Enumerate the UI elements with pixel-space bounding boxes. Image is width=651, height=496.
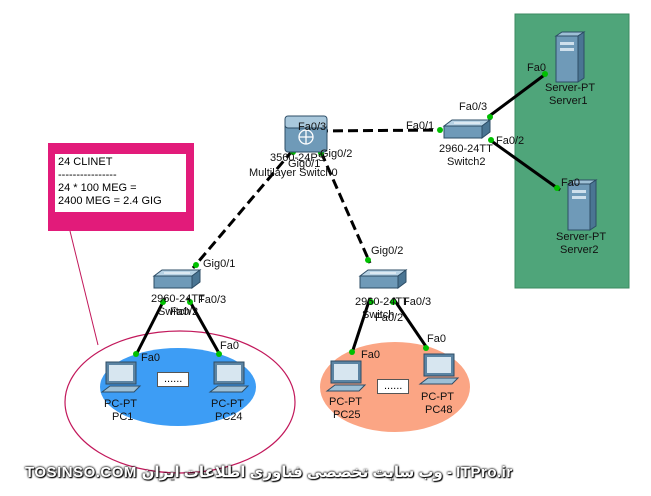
port-label-sw2-fa03: Fa0/3	[459, 101, 488, 113]
multilayer-switch-model: 3560-24PS	[270, 152, 326, 164]
switch-left-name: Switch	[158, 306, 191, 318]
note-line-2: ----------------	[58, 169, 117, 181]
server2-name: Server2	[560, 244, 599, 256]
switch2-name: Switch2	[447, 156, 486, 168]
port-label-ml-fa03: Fa0/3	[298, 121, 327, 133]
pc48-name: PC48	[425, 404, 453, 416]
note-line-3: 24 * 100 MEG =	[58, 182, 137, 194]
note-line-1: 24 CLINET	[58, 156, 113, 168]
pc48-type: PC-PT	[421, 391, 454, 403]
link-sw2-server2	[489, 138, 561, 192]
pc1-icon[interactable]	[100, 361, 142, 393]
trunk-links	[191, 128, 443, 269]
server2-type: Server-PT	[556, 231, 607, 243]
switch2-model: 2960-24TT	[439, 143, 493, 155]
switch-right-name: Switch	[362, 309, 395, 321]
server2-icon[interactable]	[566, 179, 598, 231]
pc1-type: PC-PT	[104, 398, 137, 410]
right-lan-ellipsis: ......	[377, 379, 410, 394]
pc25-type: PC-PT	[329, 396, 362, 408]
port-label-server2-fa0: Fa0	[561, 177, 580, 189]
link-ml-sw2	[317, 128, 443, 133]
footer-watermark: TOSINSO.COM وب سایت تخصصی فناوری اطلاعات…	[25, 464, 513, 481]
link-swl-pc1	[134, 297, 167, 356]
switch-right-model: 2960-24TT	[355, 296, 409, 308]
port-label-swr-fa03: Fa0/3	[403, 296, 432, 308]
switch-right-icon[interactable]	[358, 269, 408, 289]
annotation-note-text: 24 CLINET ---------------- 24 * 100 MEG …	[55, 154, 186, 212]
port-label-sw2-fa01: Fa0/1	[406, 120, 435, 132]
switch2-icon[interactable]	[442, 119, 492, 139]
port-label-swr-gig02: Gig0/2	[371, 245, 404, 257]
port-label-ml-gig01: Gig0/1	[288, 158, 321, 170]
switch-left-icon[interactable]	[152, 269, 202, 289]
annotation-note: 24 CLINET ---------------- 24 * 100 MEG …	[48, 143, 194, 231]
port-label-server1-fa0: Fa0	[527, 62, 546, 74]
pc48-icon[interactable]	[418, 353, 460, 385]
left-lan-outline	[64, 330, 296, 474]
left-lan-ellipsis: ......	[157, 372, 190, 387]
link-swl-pc24	[186, 297, 222, 356]
port-label-pc1-fa0: Fa0	[141, 352, 160, 364]
port-label-swl-fa03: Fa0/3	[198, 294, 227, 306]
multilayer-switch-icon[interactable]	[284, 115, 328, 153]
port-label-pc25-fa0: Fa0	[361, 349, 380, 361]
port-label-ml-gig02: Gig0/2	[320, 148, 353, 160]
pc24-icon[interactable]	[208, 361, 250, 393]
pc24-name: PC24	[215, 411, 243, 423]
port-label-swr-fa02: Fa0/2	[375, 312, 404, 324]
switch-left-model: 2960-24TT	[151, 293, 205, 305]
multilayer-switch-name: Multilayer Switch0	[249, 167, 338, 179]
link-swr-pc25	[350, 297, 372, 354]
port-label-sw2-fa02: Fa0/2	[496, 135, 525, 147]
link-ml-swl	[191, 149, 295, 269]
server1-icon[interactable]	[554, 31, 586, 83]
pc1-name: PC1	[112, 411, 134, 423]
port-label-swl-fa02: Fa0/2	[170, 306, 199, 318]
link-sw2-server1	[487, 71, 548, 119]
pc25-icon[interactable]	[325, 360, 367, 392]
server1-name: Server1	[549, 95, 588, 107]
pc24-type: PC-PT	[211, 398, 244, 410]
pc25-name: PC25	[333, 409, 361, 421]
server1-type: Server-PT	[545, 82, 596, 94]
access-links	[134, 71, 561, 356]
port-label-pc48-fa0: Fa0	[427, 333, 446, 345]
note-line-4: 2400 MEG = 2.4 GIG	[58, 195, 162, 207]
port-label-pc24-fa0: Fa0	[220, 340, 239, 352]
link-ml-swr	[319, 151, 372, 264]
note-pointer	[69, 230, 99, 346]
link-swr-pc48	[391, 297, 429, 349]
port-label-swl-gig01: Gig0/1	[203, 258, 236, 270]
